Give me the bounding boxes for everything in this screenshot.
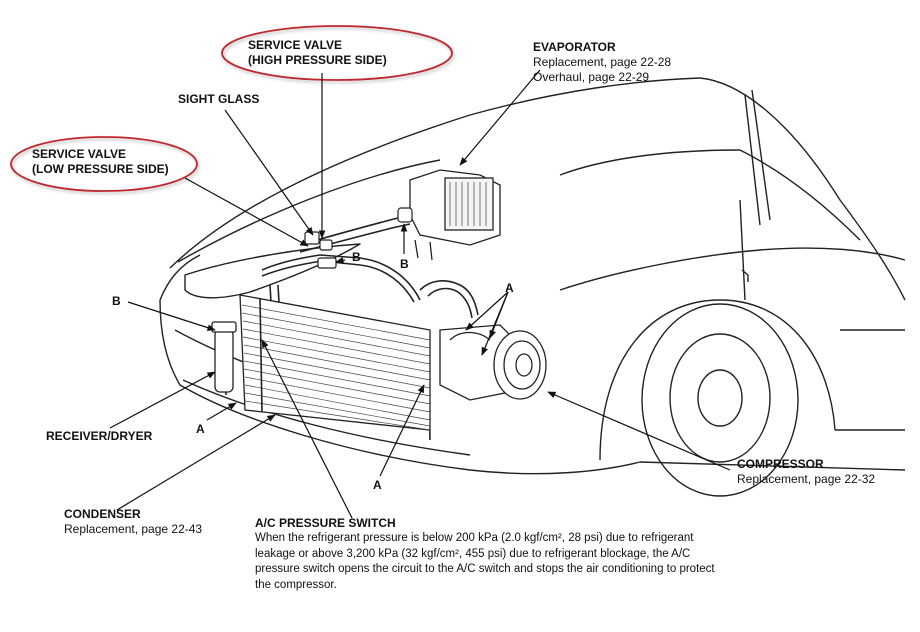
service-valve-low-line1: SERVICE VALVE — [32, 147, 127, 161]
service-valve-high-line1: SERVICE VALVE — [248, 38, 343, 52]
label-compressor: COMPRESSOR Replacement, page 22-32 — [737, 457, 875, 487]
service-valve-high-line2: (HIGH PRESSURE SIDE) — [248, 53, 387, 67]
label-ac-pressure-switch: A/C PRESSURE SWITCH — [255, 516, 396, 531]
compressor-replacement: Replacement, page 22-32 — [737, 472, 876, 486]
service-valve-fittings — [304, 207, 413, 269]
callout-a-compressor: A — [505, 281, 514, 295]
leader-lines — [109, 69, 731, 519]
sight-glass-title: SIGHT GLASS — [178, 92, 260, 106]
compressor — [439, 324, 547, 401]
receiver-dryer — [211, 321, 237, 393]
label-service-valve-high: SERVICE VALVE (HIGH PRESSURE SIDE) — [248, 38, 387, 68]
label-service-valve-low: SERVICE VALVE (LOW PRESSURE SIDE) — [32, 147, 169, 177]
evaporator-title: EVAPORATOR — [533, 40, 616, 54]
compressor-title: COMPRESSOR — [737, 457, 824, 471]
evaporator-unit — [409, 169, 501, 261]
label-condenser: CONDENSER Replacement, page 22-43 — [64, 507, 202, 537]
service-valve-low-line2: (LOW PRESSURE SIDE) — [32, 162, 169, 176]
ac-pressure-switch-description: When the refrigerant pressure is below 2… — [255, 532, 715, 591]
callout-a-receiver: A — [196, 422, 205, 436]
evaporator-replacement: Replacement, page 22-28 — [533, 55, 672, 69]
label-receiver-dryer: RECEIVER/DRYER — [46, 429, 152, 444]
highlight-ellipse-low — [10, 136, 198, 192]
evaporator-overhaul: Overhaul, page 22-29 — [533, 70, 650, 84]
condenser-title: CONDENSER — [64, 507, 141, 521]
ac-pressure-switch-title: A/C PRESSURE SWITCH — [255, 516, 396, 530]
label-evaporator: EVAPORATOR Replacement, page 22-28 Overh… — [533, 40, 671, 85]
receiver-dryer-title: RECEIVER/DRYER — [46, 429, 153, 443]
callout-b-evaporator: B — [400, 257, 409, 271]
callout-b-front: B — [112, 294, 121, 308]
label-sight-glass: SIGHT GLASS — [178, 92, 259, 107]
highlight-ellipse-high — [221, 25, 453, 81]
condenser — [239, 294, 431, 431]
callout-b-line: B — [352, 250, 361, 264]
condenser-replacement: Replacement, page 22-43 — [64, 522, 203, 536]
car-body — [159, 77, 906, 497]
callout-a-condenser: A — [373, 478, 382, 492]
